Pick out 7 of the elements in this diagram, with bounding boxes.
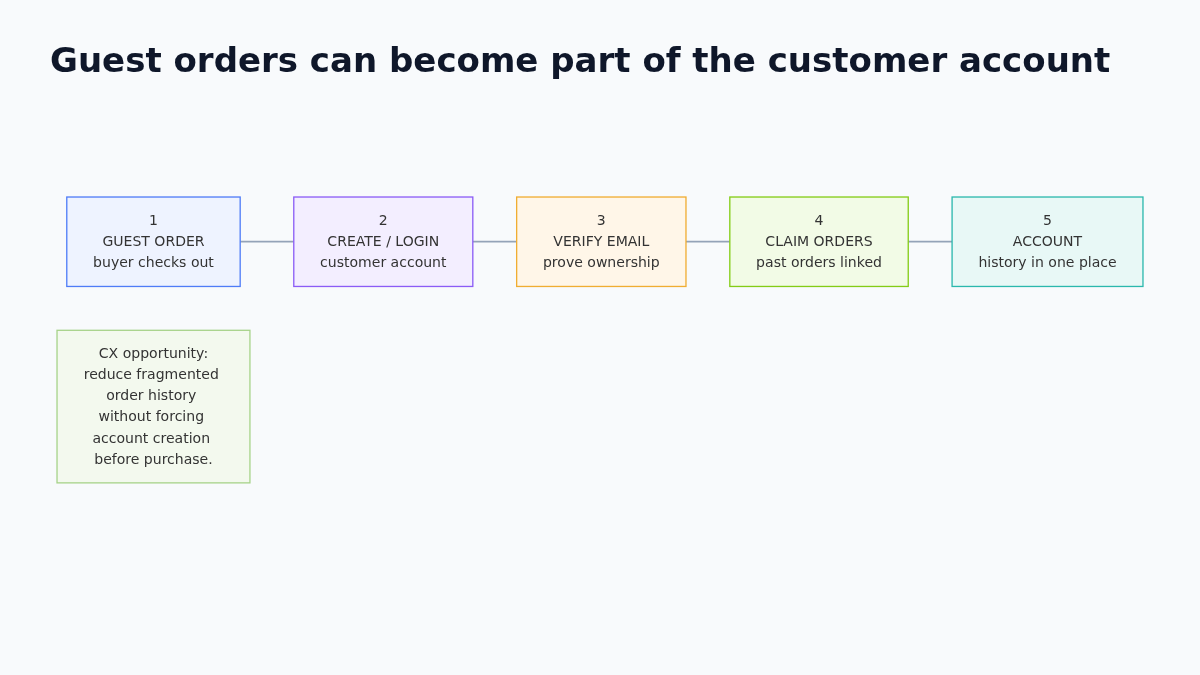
node-box: 5 ACCOUNT history in one place: [951, 196, 1144, 288]
node-box: 3 VERIFY EMAIL prove ownership: [516, 196, 687, 288]
node-box: 2 CREATE / LOGIN customer account: [293, 196, 474, 288]
node-box: 1 GUEST ORDER buyer checks out: [66, 196, 241, 288]
title: Guest orders can become part of the customer account: [50, 40, 1112, 80]
node-box: CX opportunity: reduce fragmented order history without forcing account creation before purchase.: [56, 329, 251, 484]
node-box: 4 CLAIM ORDERS past orders linked: [729, 196, 909, 288]
